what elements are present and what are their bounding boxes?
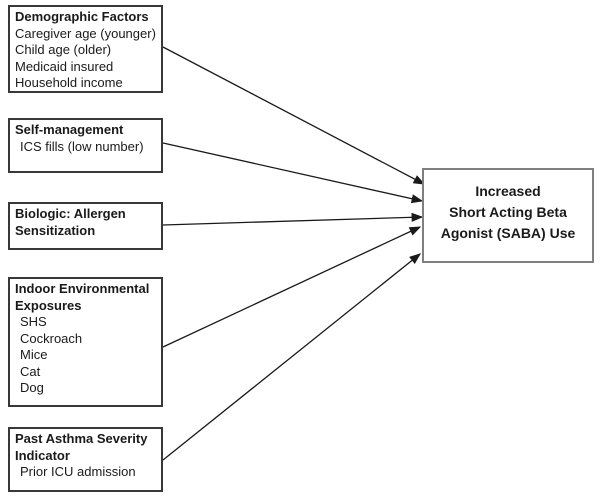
factor-title: Demographic Factors [15,9,149,24]
factor-box-demographic: Demographic Factors Caregiver age (young… [8,5,163,93]
arrow-demographic-to-saba [162,46,426,185]
arrow-pastasthma-to-saba [162,253,422,461]
arrow-biologic-to-saba [162,212,424,226]
factor-item: Prior ICU admission [20,464,136,479]
outcome-line: Agonist (SABA) Use [440,225,576,241]
factor-title: Past Asthma Severity Indicator [15,431,148,463]
factor-box-past-asthma-severity: Past Asthma Severity Indicator Prior ICU… [8,427,163,492]
factor-item: Dog [20,380,44,395]
factor-item: Cockroach [20,330,83,346]
arrow-indoor-to-saba [162,226,422,348]
outcome-box-saba-use: Increased Short Acting Beta Agonist (SAB… [422,168,594,263]
factor-box-biologic-allergen: Biologic: Allergen Sensitization [8,202,163,250]
factor-item: ICS fills (low number) [20,138,144,154]
factor-item: Mice [20,347,48,362]
factor-item: SHS [20,314,47,329]
factor-box-indoor-environmental: Indoor Environmental Exposures SHS Cockr… [8,277,163,407]
arrow-selfmanagement-to-saba [162,142,424,204]
factor-item: Caregiver age (younger) [15,25,156,41]
outcome-line: Increased [475,183,541,199]
factor-title: Indoor Environmental Exposures [15,281,150,313]
factor-item: Household income [15,75,123,90]
factor-item: Medicaid insured [15,58,114,74]
factor-title: Self-management [15,122,124,137]
factor-box-self-management: Self-management ICS fills (low number) [8,118,163,173]
factor-item: Child age (older) [15,42,112,57]
factor-item: Cat [20,363,41,379]
factor-title: Biologic: Allergen Sensitization [15,206,126,238]
outcome-line: Short Acting Beta [449,204,567,220]
